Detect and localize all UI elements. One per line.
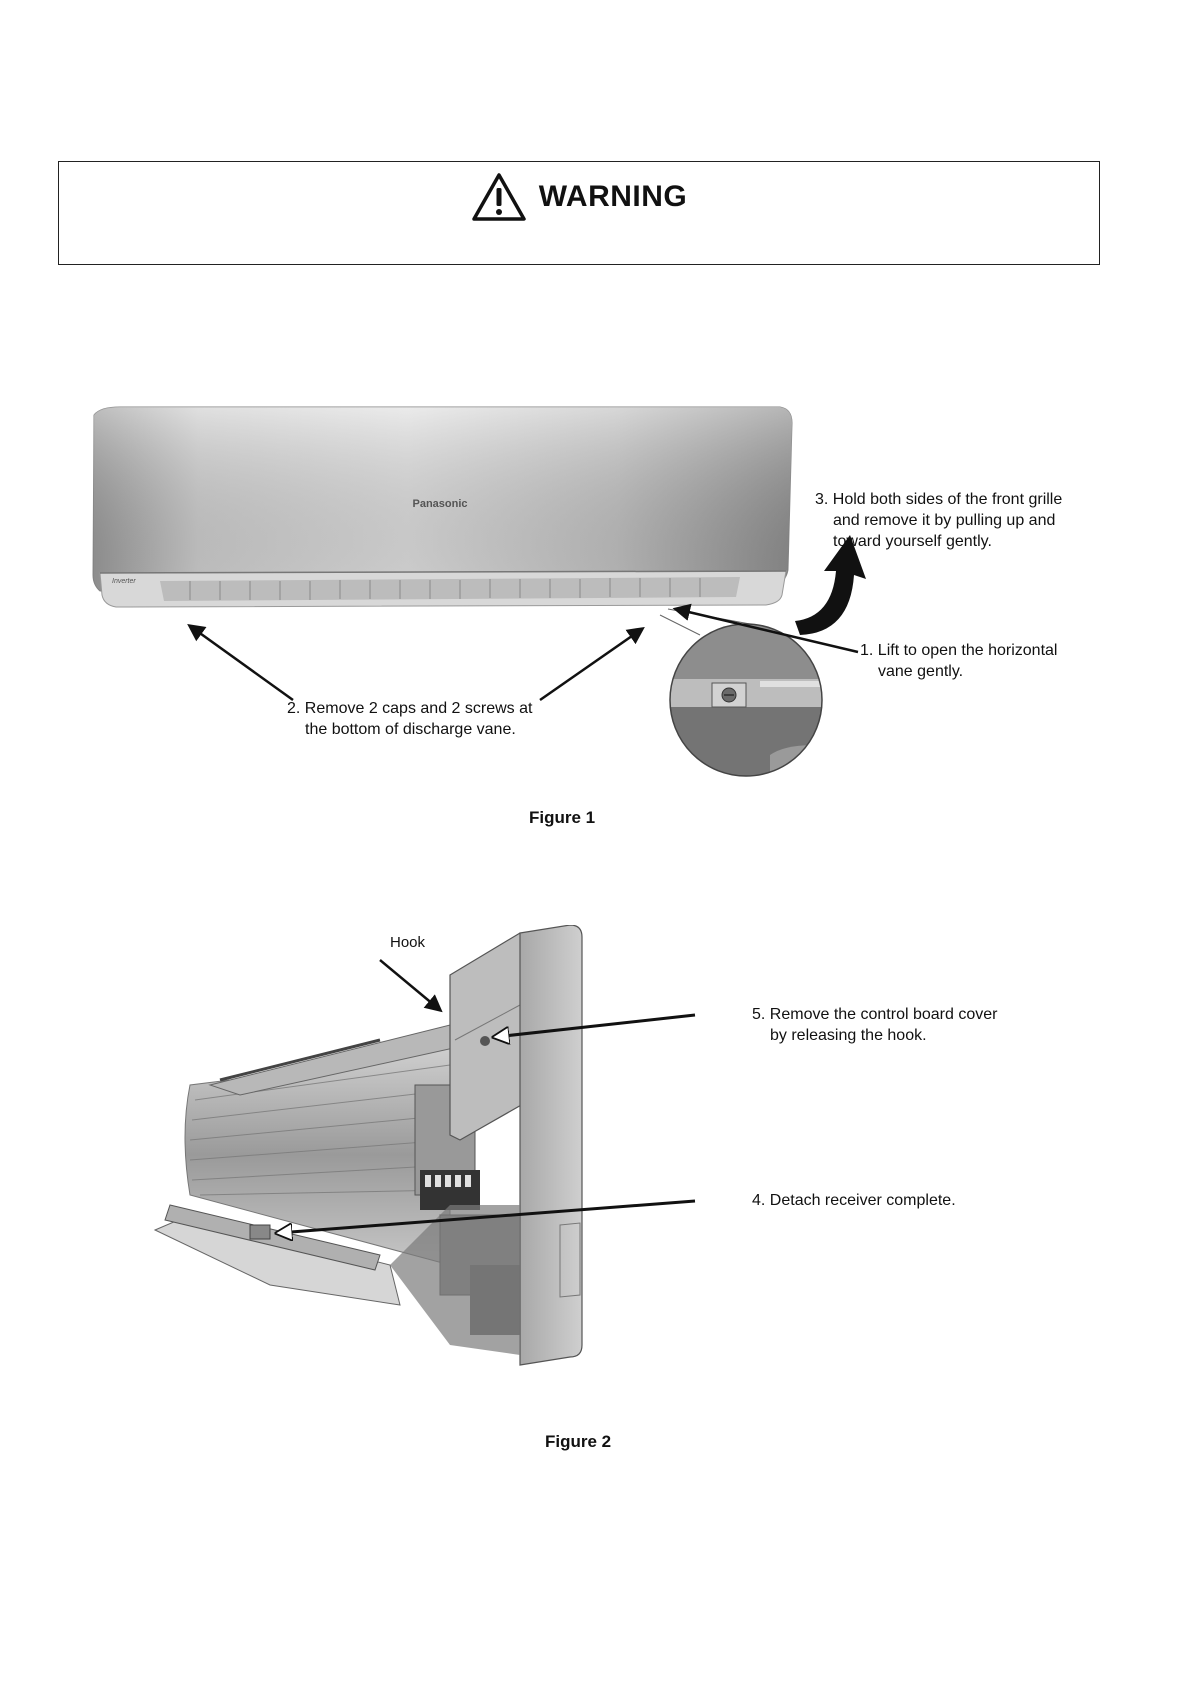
arrow-step-5 bbox=[495, 1013, 696, 1037]
callout-step-3: 3. Hold both sides of the front grille a… bbox=[815, 490, 1062, 552]
figure-2-illustration bbox=[153, 925, 696, 1366]
callout-step-2-line-2: the bottom of discharge vane. bbox=[305, 720, 516, 738]
callout-hook: Hook bbox=[390, 934, 426, 951]
warning-triangle-icon bbox=[471, 172, 527, 222]
callout-step-3-line-2: and remove it by pulling up and bbox=[833, 511, 1056, 529]
callout-step-1: 1. Lift to open the horizontal vane gent… bbox=[860, 641, 1057, 683]
warning-header: WARNING bbox=[59, 172, 1099, 222]
brand-logo: Panasonic bbox=[412, 498, 467, 510]
warning-title: WARNING bbox=[538, 180, 688, 213]
arrow-step-1 bbox=[672, 603, 859, 654]
figure-1-caption: Figure 1 bbox=[529, 808, 596, 827]
callout-step-1-line-2: vane gently. bbox=[878, 662, 964, 680]
callout-step-5: 5. Remove the control board cover by rel… bbox=[752, 1005, 997, 1047]
arrow-step-4 bbox=[278, 1199, 696, 1233]
figure-2-caption: Figure 2 bbox=[545, 1432, 612, 1451]
screw-detail-zoom bbox=[659, 608, 823, 777]
callout-step-2: 2. Remove 2 caps and 2 screws at the bot… bbox=[287, 699, 532, 741]
indoor-unit-open bbox=[153, 925, 583, 1366]
indoor-unit-front bbox=[92, 406, 793, 608]
callout-step-5-line-2: by releasing the hook. bbox=[770, 1026, 927, 1044]
callout-step-4: 4. Detach receiver complete. bbox=[752, 1192, 956, 1209]
callout-step-3-line-3: toward yourself gently. bbox=[833, 532, 992, 550]
figure-2: Hook 5. Remove the control board cover b… bbox=[150, 925, 1050, 1410]
figure-1: Panasonic Inverter 3. H bbox=[60, 395, 1140, 795]
arrow-step-2-left bbox=[187, 623, 294, 702]
warning-box: WARNING bbox=[58, 161, 1100, 265]
callout-step-2-line-1: 2. Remove 2 caps and 2 screws at bbox=[287, 700, 533, 717]
callout-step-5-line-1: 5. Remove the control board cover bbox=[752, 1006, 998, 1023]
arrow-step-2-right bbox=[539, 627, 645, 702]
figure-1-illustration: Panasonic Inverter bbox=[92, 406, 866, 777]
callout-step-3-line-1: 3. Hold both sides of the front grille bbox=[815, 491, 1063, 508]
lift-curved-arrow bbox=[795, 535, 866, 635]
arrow-hook bbox=[379, 959, 443, 1013]
inverter-badge: Inverter bbox=[112, 578, 136, 585]
callout-step-1-line-1: 1. Lift to open the horizontal bbox=[860, 642, 1058, 659]
